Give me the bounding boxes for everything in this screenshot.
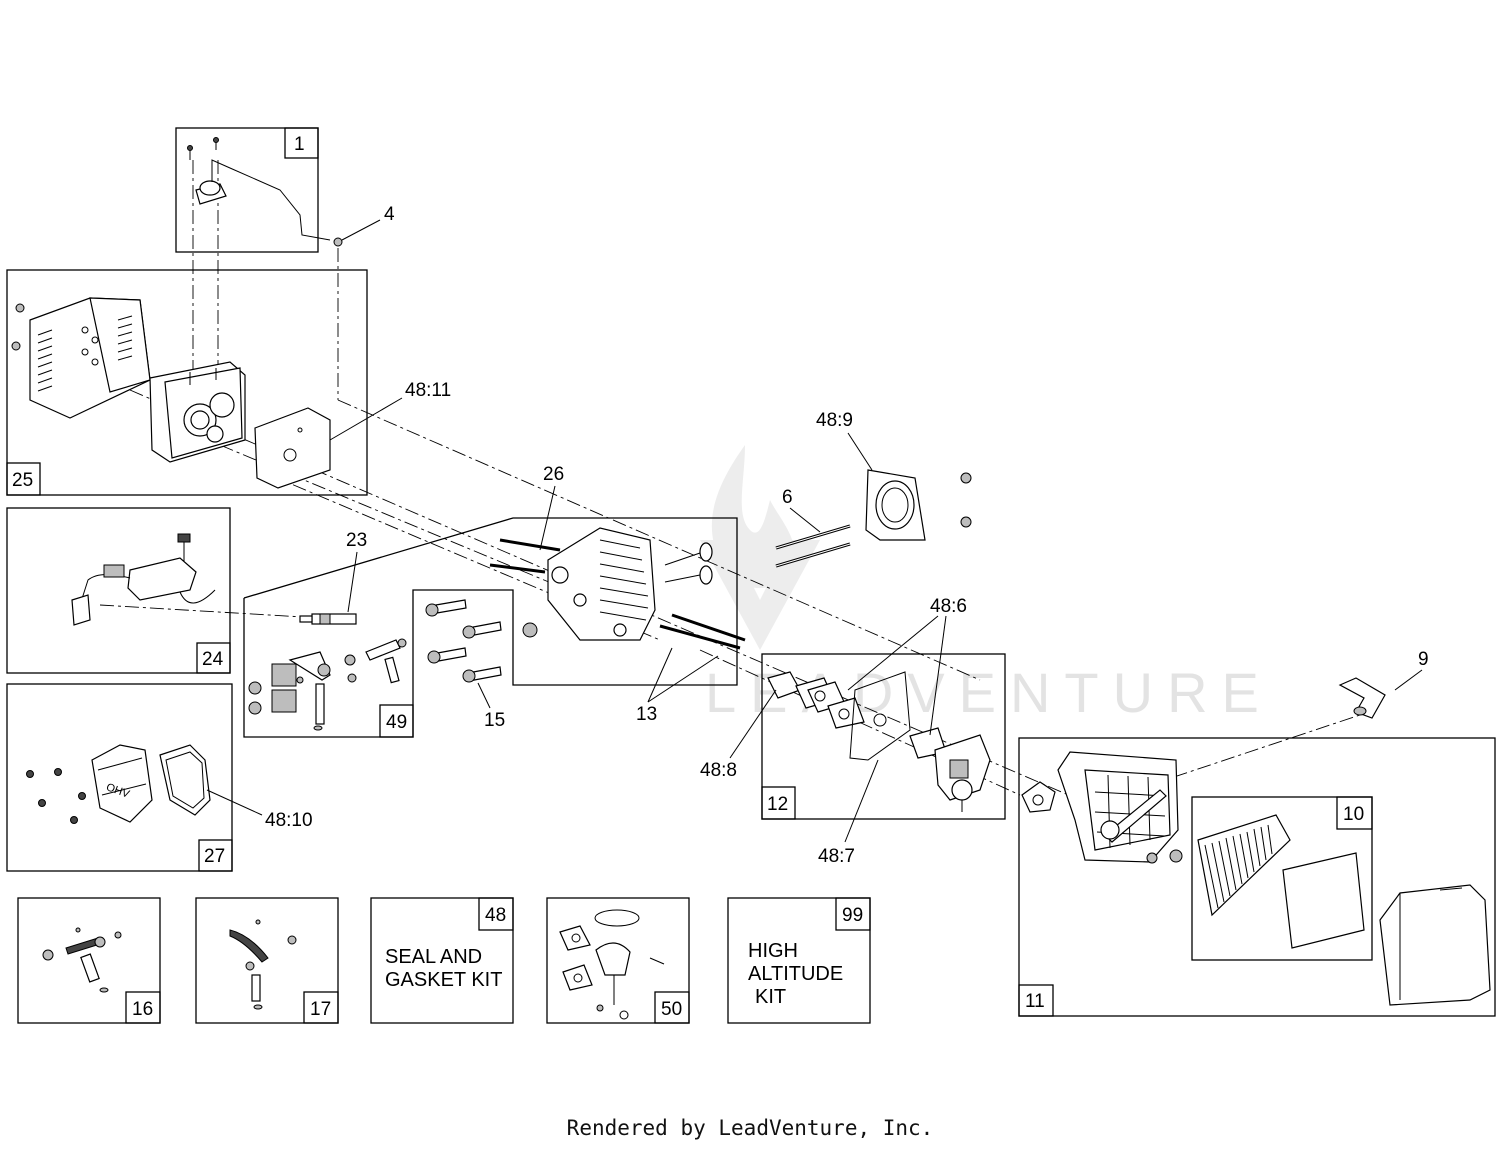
pushrod-callout-group: 13 xyxy=(636,613,746,725)
air-filter-cover-icon xyxy=(1379,884,1491,1006)
gasket-icon xyxy=(254,407,331,489)
intake-callouts: 48:6 48:8 48:7 xyxy=(700,596,967,867)
callout-48-6: 48:6 xyxy=(930,596,967,617)
callout-11: 11 xyxy=(1025,991,1045,1012)
callout-48-11: 48:11 xyxy=(405,380,451,401)
spark-plug-icon xyxy=(299,613,357,625)
callout-49: 49 xyxy=(386,712,407,733)
cylinder-head-icon xyxy=(547,527,656,641)
part-group-25[interactable]: 25 xyxy=(6,269,403,496)
muffler-icon xyxy=(149,361,246,463)
rocker-cover-icon: OHV xyxy=(91,744,153,823)
part-group-24[interactable]: 24 xyxy=(6,507,231,674)
callout-4: 4 xyxy=(384,204,395,225)
part-group-50[interactable]: 50 xyxy=(546,897,690,1024)
part-group-16[interactable]: 16 xyxy=(17,897,161,1024)
callout-13: 13 xyxy=(636,704,657,725)
carburetor-icon xyxy=(934,734,991,812)
callout-12: 12 xyxy=(767,794,788,815)
part-group-11[interactable]: 11 xyxy=(1018,737,1496,1017)
rocker-arm-icon xyxy=(288,651,331,731)
callout-50: 50 xyxy=(661,999,682,1020)
part-group-48[interactable]: 48 SEAL AND GASKET KIT xyxy=(370,897,514,1024)
callout-48-8: 48:8 xyxy=(700,760,737,781)
part-group-12[interactable]: 12 xyxy=(761,653,1006,820)
part-group-99[interactable]: 99 HIGH ALTITUDE KIT xyxy=(727,897,871,1024)
part-group-27[interactable]: 27 OHV xyxy=(6,683,263,872)
spark-plug-group[interactable]: 23 xyxy=(299,530,367,625)
head-gasket-group[interactable]: 48:9 xyxy=(816,410,972,541)
air-filter-icon xyxy=(1197,814,1365,949)
callout-6: 6 xyxy=(782,487,793,508)
watermark: LEADVENTURE xyxy=(700,445,1273,724)
callout-27: 27 xyxy=(204,846,225,867)
rocker-arm-2-icon xyxy=(365,638,407,684)
head-bolts-group[interactable]: 15 xyxy=(425,599,538,731)
callout-9: 9 xyxy=(1418,649,1429,670)
screw-icon xyxy=(425,599,538,683)
callout-4-group: 4 xyxy=(333,204,395,247)
seal-kit-label-line1: SEAL AND xyxy=(385,946,482,968)
part-group-1[interactable]: 1 xyxy=(175,127,331,253)
breather-tube-group[interactable]: 9 xyxy=(1338,649,1429,719)
callout-48-10: 48:10 xyxy=(265,810,313,831)
gasket-icon xyxy=(767,671,947,761)
callout-23: 23 xyxy=(346,530,367,551)
callout-48-9: 48:9 xyxy=(816,410,853,431)
callout-17: 17 xyxy=(310,999,331,1020)
valve-spring-icon xyxy=(248,654,357,715)
seal-kit-label-line2: GASKET KIT xyxy=(385,969,502,991)
part-group-17[interactable]: 17 xyxy=(195,897,339,1024)
callout-10: 10 xyxy=(1343,804,1364,825)
callout-16: 16 xyxy=(132,999,153,1020)
callout-26: 26 xyxy=(543,464,564,485)
screw-icon xyxy=(187,137,219,160)
valve-icon xyxy=(664,542,713,585)
callout-25: 25 xyxy=(12,470,33,491)
callout-99: 99 xyxy=(842,905,863,926)
part-group-26[interactable]: 26 xyxy=(243,464,738,686)
air-filter-base-icon xyxy=(1057,751,1183,864)
callout-15: 15 xyxy=(484,710,505,731)
assembly-lines xyxy=(99,160,1361,801)
callout-1: 1 xyxy=(294,134,305,155)
watermark-text: LEADVENTURE xyxy=(705,661,1273,724)
callout-48-7: 48:7 xyxy=(818,846,855,867)
altitude-kit-label-line1: HIGH xyxy=(748,940,798,962)
ignition-coil-icon xyxy=(71,533,216,626)
altitude-kit-label-line2: ALTITUDE xyxy=(748,963,843,985)
muffler-shield-icon xyxy=(29,297,151,419)
part-group-10[interactable]: 10 xyxy=(1191,796,1373,961)
screw-icon xyxy=(26,768,86,824)
callout-24: 24 xyxy=(202,649,224,670)
part-group-49[interactable]: 49 xyxy=(243,589,514,738)
pushrods-group[interactable]: 6 xyxy=(775,487,851,568)
footer-credit: Rendered by LeadVenture, Inc. xyxy=(566,1116,934,1140)
altitude-kit-label-line3: KIT xyxy=(755,986,786,1008)
callout-48: 48 xyxy=(485,905,506,926)
